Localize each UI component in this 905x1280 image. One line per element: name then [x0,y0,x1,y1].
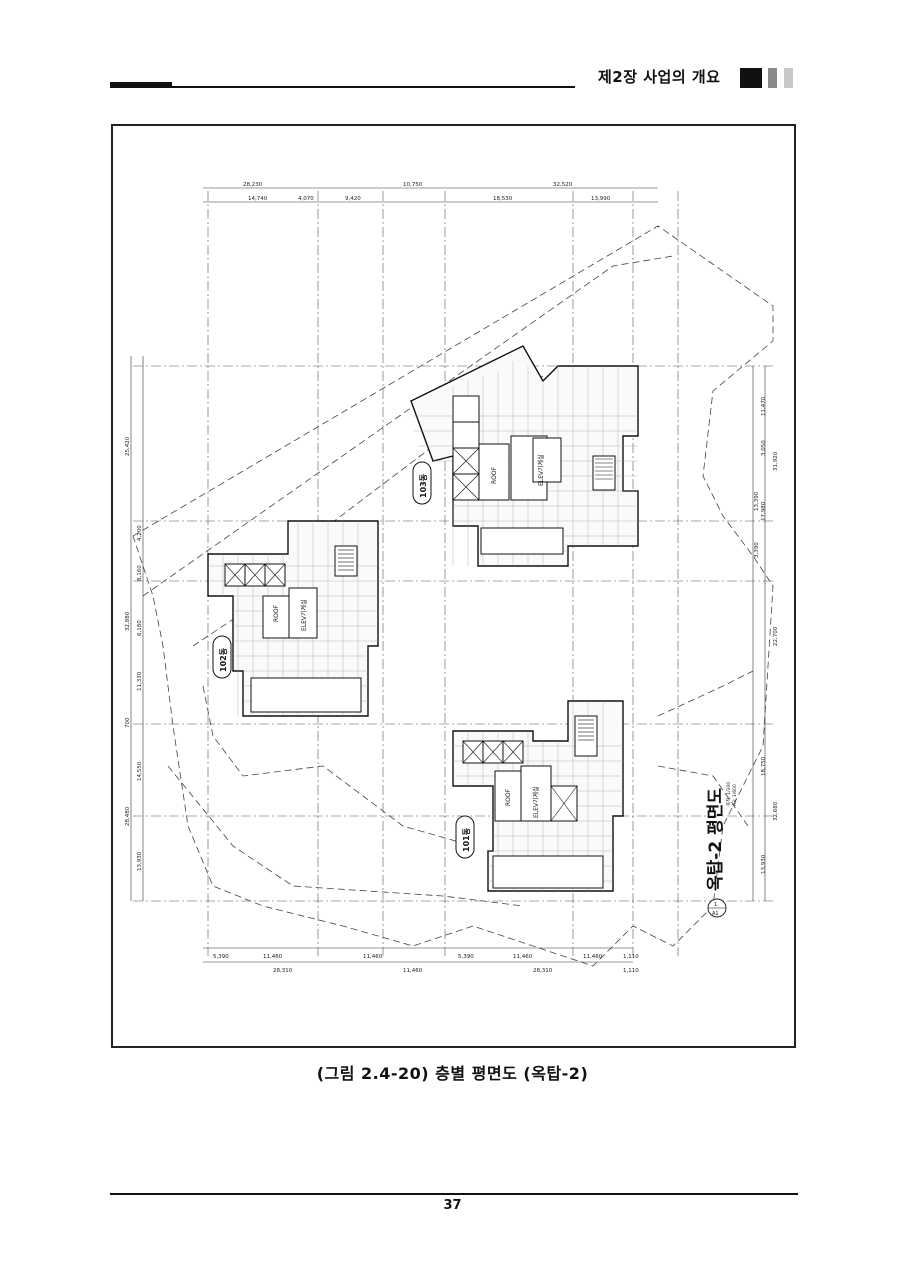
dim-bottom-inner: 11,460 [513,954,533,960]
grid-tag-number: 1 [714,902,717,908]
figure-frame: 28,230 10,750 32,520 14,740 4,070 9,420 … [111,124,796,1048]
dimension-labels-vertical: 25,420 32,880 700 28,480 4,200 8,160 6,1… [125,396,779,874]
scale-note: 축척: 1/300 [725,782,732,806]
plan-title-block: 옥탑-2 평면도 축척: 1/300 A3: 1/600 1 A1 [705,782,738,918]
building-103-plan: ROOF ELEV기계실 103동 [410,345,639,567]
dim-bottom-inner: 11,460 [263,954,283,960]
dim-right-inner: 3,050 [761,440,767,456]
dim-right-inner: 11,470 [761,396,767,416]
elev-room-label: ELEV기계실 [300,599,308,631]
footer-rule [110,1193,798,1195]
header-block-light [784,68,793,88]
dim-left-outer: 28,480 [125,806,131,826]
roof-label: ROOF [273,604,280,622]
dimension-lines [130,187,766,963]
dim-right-outer: 31,920 [773,451,779,471]
scale-note: A3: 1/600 [732,784,738,806]
figure-caption: (그림 2.4-20) 층별 평면도 (옥탑-2) [316,1064,589,1083]
dim-left-outer: 25,420 [125,436,131,456]
dim-right-outer: 32,680 [773,801,779,821]
dim-left-inner: 11,330 [137,671,143,691]
dim-left-outer: 700 [125,717,131,728]
building-label-101: 101동 [462,827,471,852]
dim-right-outer: 22,700 [773,626,779,646]
dim-top-outer: 32,520 [553,182,573,188]
dim-bottom-inner: 5,390 [458,954,474,960]
dim-top-inner: 4,070 [298,196,314,202]
dim-top-inner: 9,420 [345,196,361,202]
dim-top-inner: 13,990 [591,196,611,202]
elev-room-label: ELEV기계실 [532,786,540,818]
dim-top-inner: 18,530 [493,196,513,202]
dim-left-inner: 6,180 [137,620,143,636]
dim-right-inner: 13,930 [761,854,767,874]
dim-left-inner: 13,930 [137,851,143,871]
building-101-plan: ROOF ELEV기계실 101동 [452,700,624,892]
header-accent-bar [110,82,172,88]
dim-left-inner: 4,200 [137,525,143,541]
dim-top-outer: 10,750 [403,182,423,188]
dim-bottom-inner: 11,460 [363,954,383,960]
building-label-102: 102동 [219,647,228,672]
chapter-title: 제2장 사업의 개요 [598,68,721,86]
roof-label: ROOF [491,466,498,484]
plan-title: 옥탑-2 평면도 [705,788,726,891]
dim-right-inner: 18,750 [761,756,767,776]
dim-bottom-inner: 11,460 [583,954,603,960]
building-102-plan: ROOF ELEV기계실 102동 [207,520,379,717]
header-block-dark [740,68,762,88]
dim-right-inner: 17,980 [761,501,767,521]
dim-left-outer: 32,880 [125,611,131,631]
dimension-labels: 28,230 10,750 32,520 14,740 4,070 9,420 … [213,182,639,974]
dim-bottom-inner: 5,390 [213,954,229,960]
dim-left-inner: 8,160 [137,565,143,581]
dim-bottom-outer: 11,460 [403,968,423,974]
building-label-103: 103동 [419,473,428,498]
dim-bottom-outer: 28,310 [533,968,553,974]
grid-tag-sheet: A1 [712,911,719,917]
dim-top-inner: 14,740 [248,196,268,202]
dim-left-inner: 14,550 [137,761,143,781]
roof-label: ROOF [505,788,512,806]
header-rule [110,86,575,88]
dim-right-inner: 13,390 [754,491,760,511]
header-block-mid [768,68,777,88]
dim-bottom-outer: 28,310 [273,968,293,974]
dim-bottom-inner: 1,110 [623,954,639,960]
page-number: 37 [443,1198,462,1213]
elev-room-label: ELEV기계실 [537,454,545,486]
dim-top-outer: 28,230 [243,182,263,188]
floor-plan-drawing: 28,230 10,750 32,520 14,740 4,070 9,420 … [125,182,779,974]
dim-right-inner: 3,390 [754,542,760,558]
dim-bottom-outer: 1,110 [623,968,639,974]
